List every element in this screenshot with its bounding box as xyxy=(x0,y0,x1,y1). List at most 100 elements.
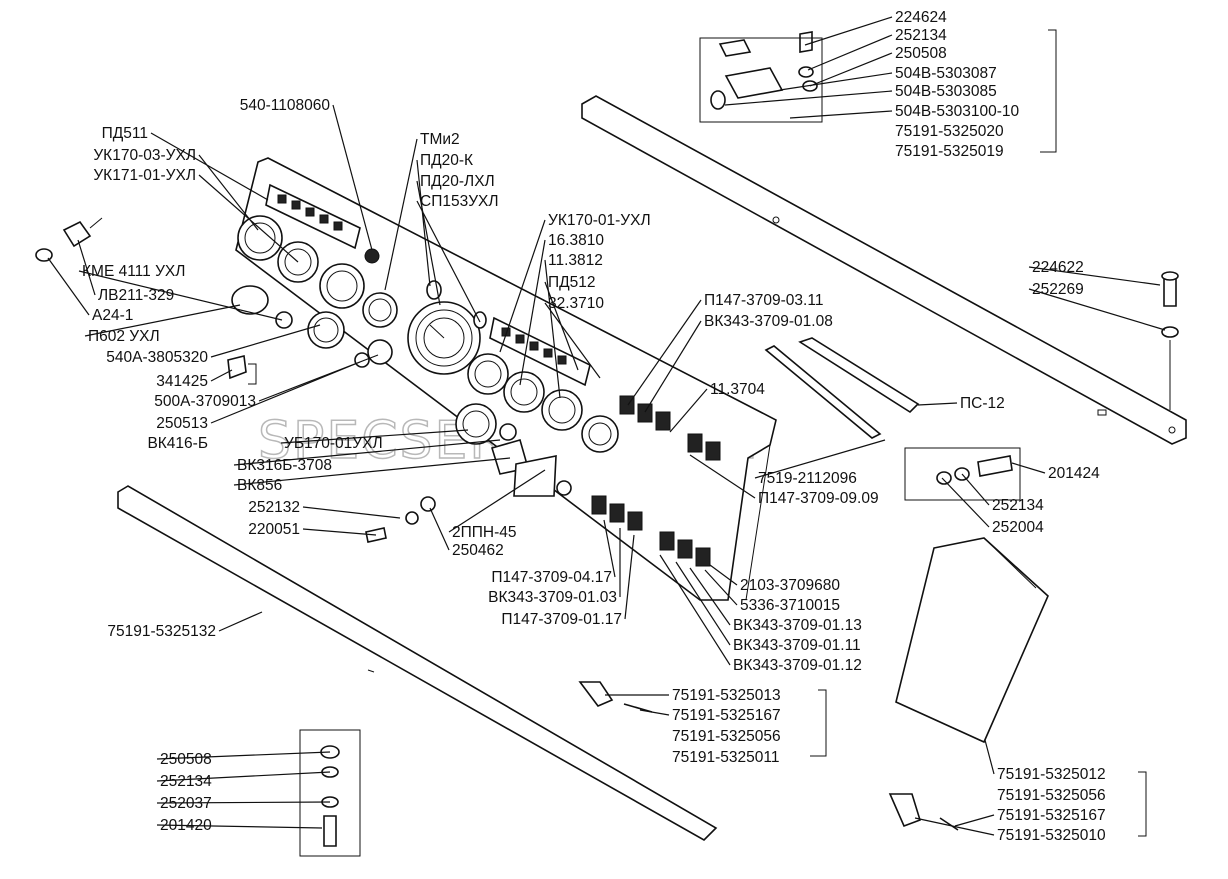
part-label-l37: 250462 xyxy=(452,542,504,559)
leader-line-l33 xyxy=(233,457,511,486)
part-label-l26: 540А-3805320 xyxy=(106,349,208,366)
leader-line-l31 xyxy=(280,429,469,444)
part-label-l39: ВК343-3709-01.03 xyxy=(488,589,617,606)
part-label-l01: 224624 xyxy=(895,9,947,26)
leader-line-l50 xyxy=(941,477,990,528)
leader-line-l46 xyxy=(754,439,886,479)
part-label-l07: 75191-5325020 xyxy=(895,123,1004,140)
part-label-l48: 201424 xyxy=(1048,465,1100,482)
leader-line-l24 xyxy=(47,257,90,316)
grouping-brackets xyxy=(248,29,1147,837)
leader-line-l26 xyxy=(210,324,321,358)
warning-lamp-block-upper xyxy=(265,183,361,250)
part-label-l69: 75191-5325010 xyxy=(997,827,1106,844)
part-label-l63: 252134 xyxy=(160,773,212,790)
part-label-l13: ТМи2 xyxy=(420,131,460,148)
part-label-l52: 252269 xyxy=(1032,281,1084,298)
leader-line-l38 xyxy=(603,519,616,578)
part-label-l58: 75191-5325013 xyxy=(672,687,781,704)
leader-line-l35 xyxy=(302,528,377,536)
leader-line-l18 xyxy=(519,239,546,386)
leader-line-l10 xyxy=(150,132,269,201)
part-label-l55: ВК343-3709-01.13 xyxy=(733,617,862,634)
part-number-labels: 224624252134250508504В-5303087504В-53030… xyxy=(82,9,1106,844)
leader-line-l55 xyxy=(689,567,731,626)
part-label-l56: ВК343-3709-01.11 xyxy=(733,637,861,654)
leader-line-l62 xyxy=(156,751,331,760)
leader-line-l65 xyxy=(156,824,323,829)
leader-line-l09 xyxy=(332,104,373,251)
part-label-l65: 201420 xyxy=(160,817,212,834)
right-side-bolt xyxy=(904,447,1021,501)
part-label-l33: ВК856 xyxy=(237,477,282,494)
leader-line-l34 xyxy=(302,506,401,519)
speedometer-gauge xyxy=(407,301,481,375)
bottom-clip-parts xyxy=(578,681,959,831)
top-bracket-hardware xyxy=(699,31,823,123)
leader-line-l69 xyxy=(914,817,995,836)
part-label-l02: 252134 xyxy=(895,27,947,44)
leader-line-l04 xyxy=(779,72,893,91)
part-label-l16: СП153УХЛ xyxy=(420,193,499,210)
leader-line-l36 xyxy=(448,469,546,533)
part-label-l53: 2103-3709680 xyxy=(740,577,840,594)
part-label-l04: 504В-5303087 xyxy=(895,65,997,82)
leader-line-l43 xyxy=(644,320,702,413)
part-label-l49: 252134 xyxy=(992,497,1044,514)
part-label-l18: 16.3810 xyxy=(548,232,604,249)
part-label-l35: 220051 xyxy=(248,521,300,538)
terminal-strip xyxy=(764,337,920,439)
part-label-l50: 252004 xyxy=(992,519,1044,536)
gauge-cluster-middle xyxy=(455,353,619,453)
part-label-l61: 75191-5325011 xyxy=(672,749,779,766)
part-label-l60: 75191-5325056 xyxy=(672,728,781,745)
leader-line-l57 xyxy=(659,554,731,666)
leader-line-l41 xyxy=(218,611,263,632)
part-label-l29: 250513 xyxy=(156,415,208,432)
part-label-l44: 11.3704 xyxy=(710,381,765,398)
part-label-l67: 75191-5325056 xyxy=(997,787,1106,804)
leader-line-l05 xyxy=(724,90,893,106)
part-label-l23: ЛВ211-329 xyxy=(98,287,174,304)
leader-lines xyxy=(47,16,1166,836)
part-label-l38: П147-3709-04.17 xyxy=(491,569,612,586)
leader-line-l16 xyxy=(416,200,481,323)
leader-line-l63 xyxy=(156,771,331,782)
left-connector-parts xyxy=(35,217,103,262)
leader-line-l45 xyxy=(917,402,958,406)
part-label-l19: 11.3812 xyxy=(548,252,603,269)
leader-line-l22 xyxy=(78,270,283,321)
leader-line-l40 xyxy=(624,534,635,620)
part-label-l45: ПС-12 xyxy=(960,395,1005,412)
bottom-hardware-stack xyxy=(299,729,361,857)
leader-line-l28 xyxy=(258,354,379,402)
part-label-l11: УК170-03-УХЛ xyxy=(93,147,196,164)
part-label-l41: 75191-5325132 xyxy=(107,623,216,640)
bottom-trim-strip xyxy=(117,485,718,841)
leader-line-l42 xyxy=(627,299,702,406)
leader-line-l59 xyxy=(639,709,670,716)
leader-line-l54 xyxy=(704,569,738,606)
part-label-l24: А24-1 xyxy=(92,307,133,324)
leader-line-l17 xyxy=(499,219,546,353)
part-label-l06: 504В-5303100-10 xyxy=(895,103,1019,120)
part-label-l30: ВК416-Б xyxy=(147,435,208,452)
leader-line-l13 xyxy=(384,138,418,291)
part-label-l27: 341425 xyxy=(156,373,208,390)
part-label-l10: ПД511 xyxy=(102,125,148,142)
leader-line-l44 xyxy=(669,388,708,433)
rocker-switches xyxy=(591,395,721,567)
leader-line-l03 xyxy=(809,52,893,87)
leader-line-l21 xyxy=(544,302,601,379)
leader-line-l19 xyxy=(544,259,561,399)
part-label-l15: ПД20-ЛХЛ xyxy=(420,173,495,190)
part-label-l57: ВК343-3709-01.12 xyxy=(733,657,862,674)
right-bolt-assembly xyxy=(1161,271,1179,410)
leader-line-l32 xyxy=(233,439,501,466)
part-label-l25: П602 УХЛ xyxy=(88,328,160,345)
part-label-l22: КМЕ 4111 УХЛ xyxy=(82,263,185,280)
part-label-l68: 75191-5325167 xyxy=(997,807,1106,824)
leader-line-l15 xyxy=(416,180,441,306)
